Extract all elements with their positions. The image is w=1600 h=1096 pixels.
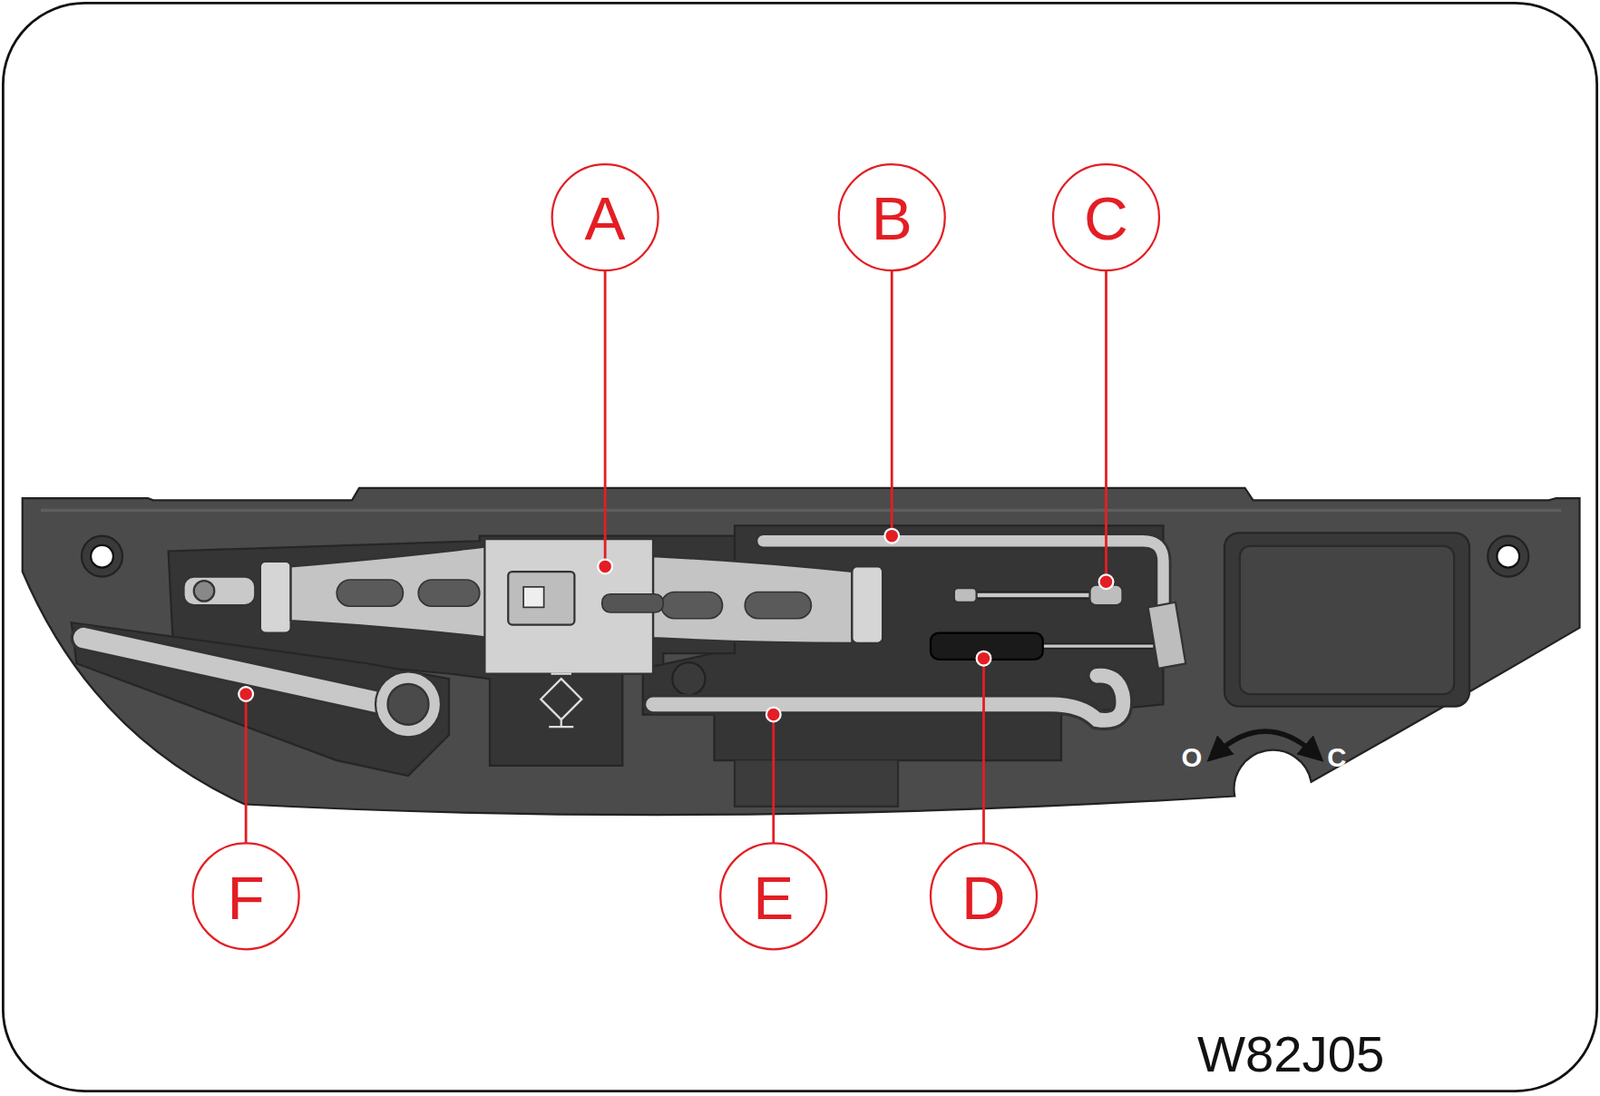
callout-letter: E [752,867,794,929]
callout-letter: B [871,188,913,251]
open-mark: O [1181,743,1203,771]
figure-code: W82J05 [1197,1028,1385,1080]
callout-letter: D [961,867,1006,929]
callout-letter: C [1083,188,1129,251]
close-mark: C [1326,743,1347,771]
callout-letter: A [585,188,626,251]
callout-letter: F [227,867,265,929]
